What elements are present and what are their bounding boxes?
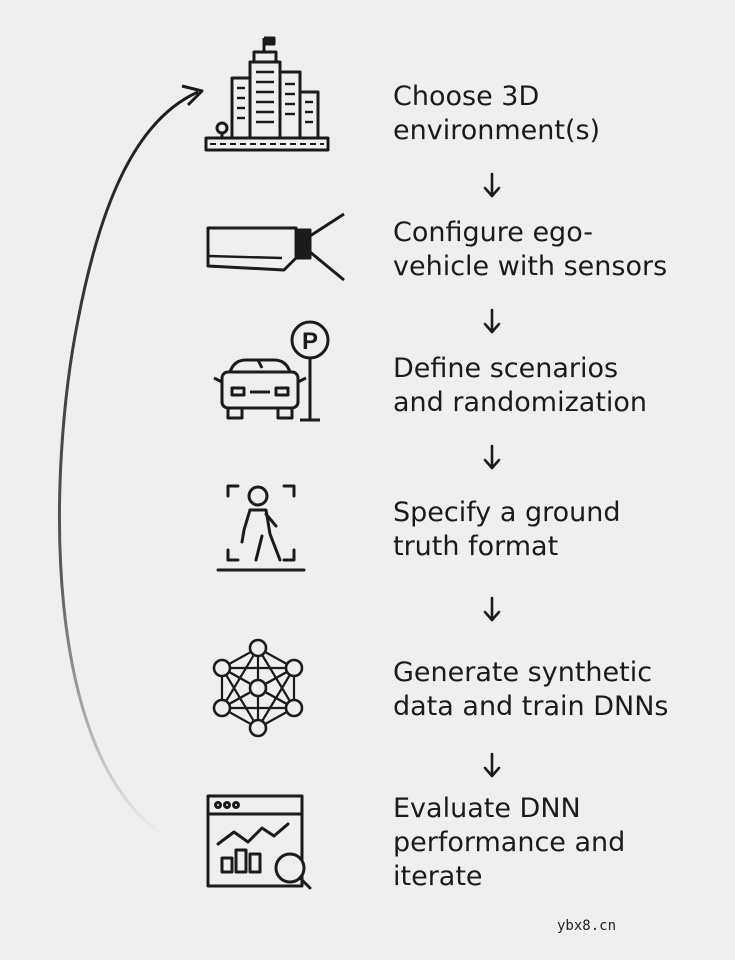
car-parking-icon: P: [213, 320, 330, 422]
step-label-3: Define scenarios and randomization: [393, 353, 648, 418]
parking-sign-letter: P: [302, 328, 318, 355]
step-label-6: Evaluate DNN performance and iterate: [393, 793, 626, 892]
down-arrow-icon: [483, 752, 501, 778]
neural-network-icon: [212, 638, 304, 738]
step-label-5: Generate synthetic data and train DNNs: [393, 657, 669, 722]
down-arrow-icon: [483, 444, 501, 470]
down-arrow-icon: [483, 172, 501, 198]
step-label-4: Specify a ground truth format: [393, 497, 621, 562]
watermark: ybx8.cn: [557, 918, 617, 934]
step-label-1: Choose 3D environment(s): [393, 81, 601, 146]
analytics-magnifier-icon: [206, 794, 312, 890]
camera-sensor-icon: [206, 212, 345, 282]
down-arrow-icon: [483, 596, 501, 622]
down-arrow-icon: [483, 308, 501, 334]
step-label-2: Configure ego- vehicle with sensors: [393, 217, 668, 282]
city-buildings-icon: [204, 36, 330, 152]
pedestrian-detection-icon: [216, 484, 306, 572]
